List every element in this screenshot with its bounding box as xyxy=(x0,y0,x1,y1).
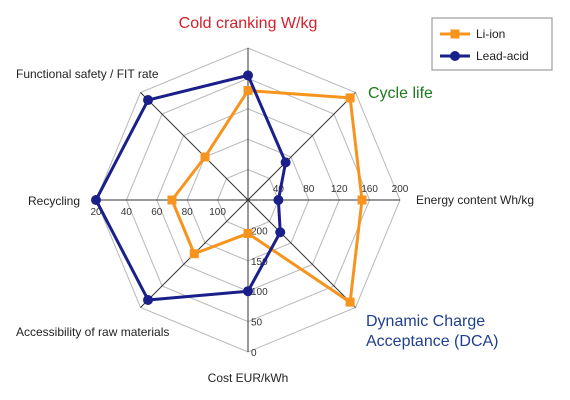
point-li-ion-2 xyxy=(345,93,355,103)
cost-tick-50: 50 xyxy=(251,318,263,329)
point-li-ion-5 xyxy=(243,228,253,238)
axis-spoke-2 xyxy=(247,92,356,201)
point-li-ion-7 xyxy=(167,195,177,205)
recycling-tick-40: 40 xyxy=(121,207,133,218)
point-lead-acid-4 xyxy=(275,227,286,238)
axis-label-3: Energy content Wh/kg xyxy=(416,193,534,207)
series-layer xyxy=(91,70,367,307)
legend-box xyxy=(431,17,553,71)
axis-spoke-4 xyxy=(247,199,356,308)
cost-tick-0: 0 xyxy=(251,348,257,359)
point-lead-acid-8 xyxy=(143,95,154,106)
cost-tick-100: 100 xyxy=(251,287,268,298)
tick-labels: 40 80 120 160 200 200 150 100 50 0 100 80 60 40 20 xyxy=(90,184,408,359)
axis-label-6: Accessibility of raw materials xyxy=(16,325,169,339)
recycling-tick-100: 100 xyxy=(209,207,226,218)
axis-label-7: Recycling xyxy=(28,194,80,208)
cost-tick-200: 200 xyxy=(251,226,268,237)
legend-label-lead-acid: Lead-acid xyxy=(476,49,529,63)
point-li-ion-4 xyxy=(345,297,355,307)
point-lead-acid-1 xyxy=(243,70,253,81)
point-lead-acid-2 xyxy=(280,157,291,168)
point-lead-acid-7 xyxy=(91,195,101,205)
axis-spokes xyxy=(96,48,400,352)
axis-spoke-8 xyxy=(140,92,249,201)
energy-tick-40: 40 xyxy=(273,184,285,195)
axis-label-8: Functional safety / FIT rate xyxy=(16,67,159,81)
energy-tick-120: 120 xyxy=(331,184,348,195)
point-li-ion-3 xyxy=(357,195,367,205)
energy-tick-80: 80 xyxy=(303,184,315,195)
point-lead-acid-6 xyxy=(143,294,154,305)
legend-marker-li-ion xyxy=(450,29,460,39)
recycling-tick-60: 60 xyxy=(151,207,163,218)
point-li-ion-6 xyxy=(189,249,199,259)
axis-label-5: Cost EUR/kWh xyxy=(208,371,289,385)
legend-label-li-ion: Li-ion xyxy=(476,27,505,41)
point-li-ion-8 xyxy=(200,152,210,162)
energy-tick-160: 160 xyxy=(361,184,378,195)
axis-label-2: Cycle life xyxy=(368,85,433,102)
point-lead-acid-3 xyxy=(273,195,284,205)
recycling-tick-20: 20 xyxy=(90,207,102,218)
energy-tick-200: 200 xyxy=(392,184,409,195)
legend-marker-lead-acid xyxy=(450,51,460,61)
cost-tick-150: 150 xyxy=(251,257,268,268)
point-lead-acid-5 xyxy=(243,286,253,297)
recycling-tick-80: 80 xyxy=(182,207,194,218)
point-li-ion-1 xyxy=(243,86,253,96)
axis-label-1: Cold cranking W/kg xyxy=(179,15,318,32)
